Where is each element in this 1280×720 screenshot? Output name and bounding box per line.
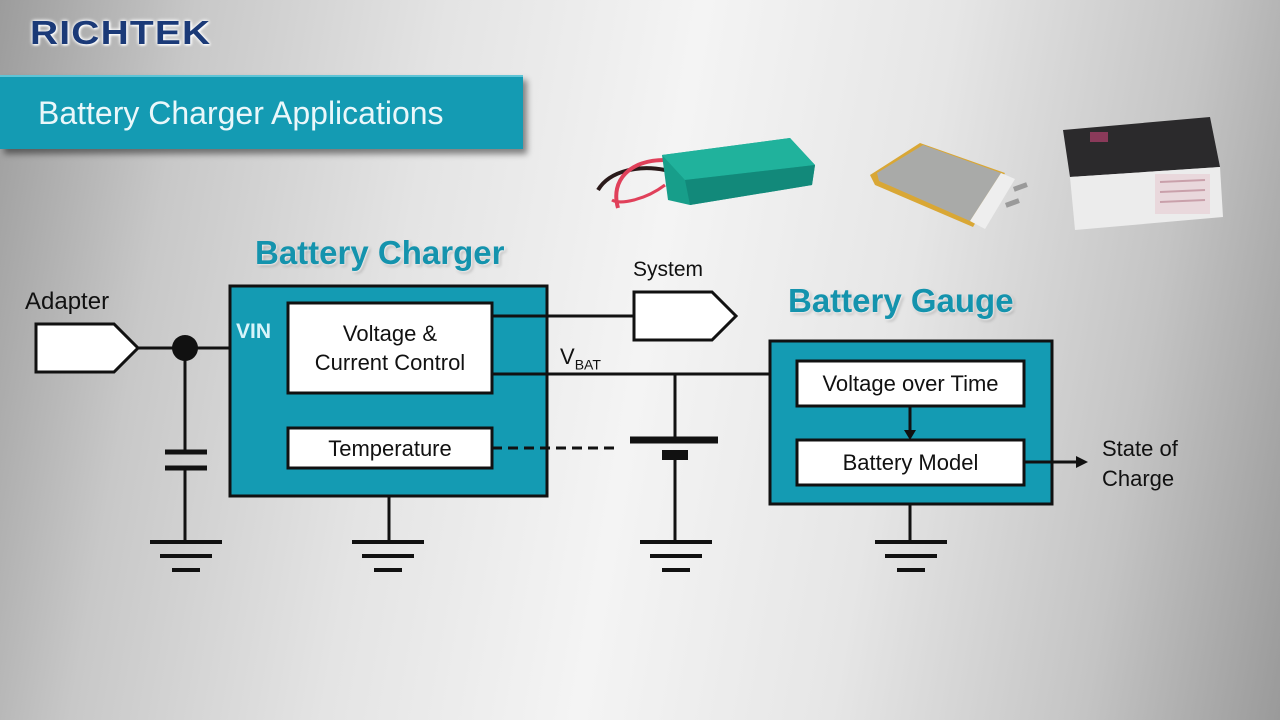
battery-model-text: Battery Model — [842, 450, 979, 475]
ground-symbol-capacitor — [150, 540, 222, 572]
nimh-battery-pack-image — [596, 138, 815, 209]
adapter-connector — [34, 322, 141, 374]
soc-line2: Charge — [1102, 466, 1175, 491]
battery-charger-heading: Battery Charger — [255, 234, 505, 271]
slide-title: Battery Charger Applications — [38, 95, 444, 131]
richtek-logo: RICHTEK — [30, 14, 212, 51]
temperature-box — [286, 426, 494, 470]
voltage-current-line1: Voltage & — [342, 321, 438, 346]
ground-symbol-battery — [640, 540, 712, 572]
adapter-label: Adapter — [25, 288, 110, 315]
battery-gauge-heading: Battery Gauge — [788, 282, 1014, 319]
vbat-label: VBAT — [560, 344, 601, 372]
ground-symbol-charger — [352, 540, 424, 572]
arrow-right-icon — [1076, 456, 1088, 468]
arrow-down-icon — [904, 430, 916, 440]
sealed-lead-acid-battery-image — [1063, 117, 1223, 230]
ground-symbol-gauge — [875, 540, 947, 572]
vbat-subscript: BAT — [574, 356, 601, 373]
vbat-main: V — [560, 344, 575, 369]
system-label: System — [633, 258, 704, 281]
voltage-current-control-box — [286, 301, 494, 395]
lipo-pouch-battery-image — [870, 143, 1028, 229]
voltage-over-time-box — [795, 359, 1026, 408]
slide-title-bar: Battery Charger Applications — [0, 75, 523, 149]
soc-line1: State of — [1102, 436, 1178, 461]
system-connector — [632, 290, 739, 342]
vin-label: VIN — [236, 320, 272, 343]
battery-plate-short — [662, 450, 688, 460]
voltage-current-control-text: Voltage & Current Control — [290, 305, 490, 391]
voltage-over-time-text: Voltage over Time — [822, 371, 999, 396]
temperature-text: Temperature — [328, 435, 452, 461]
voltage-current-line2: Current Control — [314, 350, 466, 375]
battery-model-box — [795, 438, 1026, 487]
state-of-charge-label: State of Charge — [1102, 434, 1178, 494]
